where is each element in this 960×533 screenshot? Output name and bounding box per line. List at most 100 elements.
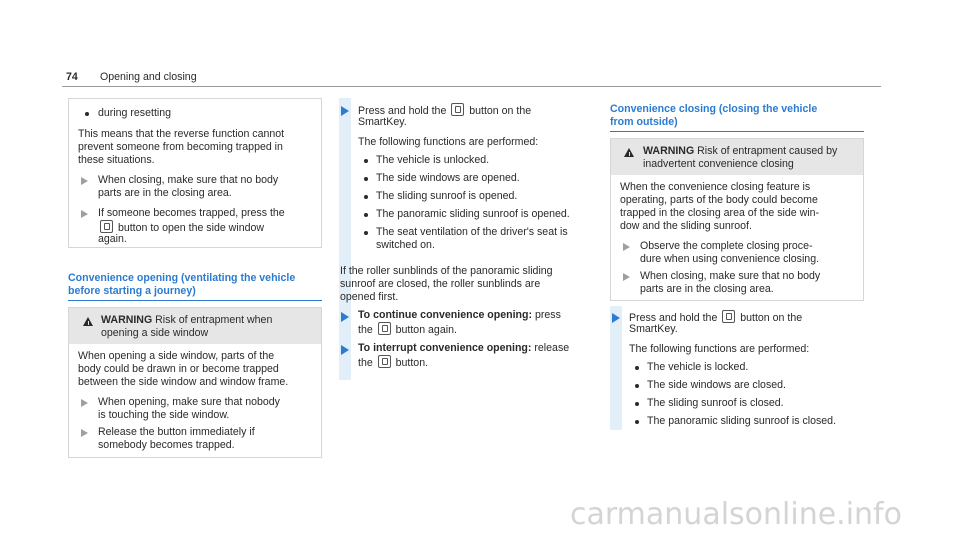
warning-body: between the side window and window frame…	[78, 376, 289, 388]
step-arrow-icon	[81, 429, 88, 437]
step-text: is touching the side window.	[98, 409, 230, 421]
step-text: button.	[395, 357, 429, 369]
step-line: To interrupt convenience opening: releas…	[358, 342, 569, 355]
continued-box	[68, 98, 322, 248]
bullet-text: The side windows are opened.	[376, 172, 520, 184]
paragraph-line: opened first.	[340, 291, 399, 303]
step-text: Release the button immediately if	[98, 426, 255, 438]
paragraph-line: these situations.	[78, 154, 155, 166]
step-bar	[610, 306, 622, 430]
bullet-text: The sliding sunroof is closed.	[647, 397, 784, 409]
bullet-text: The seat ventilation of the driver's sea…	[376, 226, 568, 238]
page-number: 74	[66, 71, 78, 83]
warning-body: dow and the sliding sunroof.	[620, 220, 752, 232]
step-arrow-icon	[81, 210, 88, 218]
lock-button-icon	[722, 310, 736, 323]
step-line: the button.	[358, 355, 428, 370]
step-text: button again.	[395, 324, 457, 336]
unlock-button-icon	[377, 322, 391, 335]
step-text: Press and hold the	[358, 105, 447, 117]
bullet-text: during resetting	[98, 107, 172, 119]
warning-body: When the convenience closing feature is	[620, 181, 811, 193]
functions-intro: The following functions are performed:	[358, 136, 539, 148]
step-bold: To continue convenience opening:	[358, 309, 533, 321]
warning-box	[68, 307, 322, 458]
step-text: SmartKey.	[358, 116, 407, 128]
step-arrow-icon	[81, 399, 88, 407]
warning-header-band	[69, 308, 321, 344]
paragraph-line: sunroof are closed, the roller sunblinds…	[340, 278, 541, 290]
bullet-text: The vehicle is locked.	[647, 361, 749, 373]
step-arrow-icon	[623, 243, 630, 251]
step-text: release	[534, 342, 570, 354]
warning-box	[610, 138, 864, 301]
step-text: Press and hold the	[629, 312, 718, 324]
step-text: the	[358, 357, 373, 369]
warning-text: Risk of entrapment caused by	[697, 145, 838, 157]
warning-body: operating, parts of the body could becom…	[620, 194, 818, 206]
warning-text: opening a side window	[101, 327, 209, 339]
bullet-dot	[85, 112, 89, 116]
bullet-dot	[364, 177, 368, 181]
step-arrow-icon	[341, 312, 349, 322]
bullet-dot	[364, 159, 368, 163]
step-text: button to open the side window	[117, 222, 265, 234]
step-text: button on the	[740, 312, 803, 324]
bullet-text: The panoramic sliding sunroof is closed.	[647, 415, 837, 427]
section-heading: from outside)	[610, 116, 678, 128]
bullet-dot	[364, 195, 368, 199]
paragraph-line: If the roller sunblinds of the panoramic…	[340, 265, 553, 277]
bullet-dot	[364, 213, 368, 217]
bullet-dot	[635, 366, 639, 370]
unlock-button-icon	[451, 103, 465, 116]
bullet-text: The panoramic sliding sunroof is opened.	[376, 208, 570, 220]
warning-text: inadvertent convenience closing	[643, 158, 794, 170]
bullet-dot	[635, 384, 639, 388]
step-line: Press and hold the button on the	[629, 310, 802, 325]
step-text: somebody becomes trapped.	[98, 439, 235, 451]
step-text: again.	[98, 233, 127, 245]
paragraph-line: prevent someone from becoming trapped in	[78, 141, 283, 153]
heading-rule	[68, 300, 322, 301]
bullet-dot	[364, 231, 368, 235]
step-bold: To interrupt convenience opening:	[358, 342, 532, 354]
step-text: dure when using convenience closing.	[640, 253, 820, 265]
warning-body: When opening a side window, parts of the	[78, 350, 275, 362]
heading-rule	[610, 131, 864, 132]
warning-label: WARNING	[643, 145, 695, 157]
window-button-icon	[100, 220, 113, 233]
step-text: When closing, make sure that no body	[98, 174, 279, 186]
step-text: Observe the complete closing proce-	[640, 240, 813, 252]
section-heading: Convenience closing (closing the vehicle	[610, 103, 818, 115]
warning-text: Risk of entrapment when	[155, 314, 273, 326]
step-text: If someone becomes trapped, press the	[98, 207, 285, 219]
step-bar	[339, 98, 351, 380]
step-line: the button again.	[358, 322, 457, 337]
step-text-line: button to open the side window	[98, 220, 264, 235]
section-heading: before starting a journey)	[68, 285, 196, 297]
warning-icon-mark	[88, 321, 89, 325]
warning-body: trapped in the closing area of the side …	[620, 207, 820, 219]
bullet-dot	[635, 420, 639, 424]
step-text: press	[534, 309, 561, 321]
step-arrow-icon	[623, 273, 630, 281]
section-title: Opening and closing	[100, 71, 197, 83]
step-line: Press and hold the button on the	[358, 103, 531, 118]
step-line: To continue convenience opening: press	[358, 309, 561, 322]
warning-body: body could be drawn in or become trapped	[78, 363, 279, 375]
warning-label: WARNING	[101, 314, 153, 326]
step-arrow-icon	[341, 345, 349, 355]
step-text: When closing, make sure that no body	[640, 270, 821, 282]
bullet-text: The side windows are closed.	[647, 379, 786, 391]
step-text: button on the	[469, 105, 532, 117]
header-rule	[62, 86, 881, 87]
warning-icon-mark	[629, 152, 630, 156]
step-text: the	[358, 324, 373, 336]
step-text: When opening, make sure that nobody	[98, 396, 280, 408]
watermark: carmanualsonline.info	[570, 497, 902, 532]
step-arrow-icon	[81, 177, 88, 185]
functions-intro: The following functions are performed:	[629, 343, 810, 355]
paragraph-line: This means that the reverse function can…	[78, 128, 285, 140]
bullet-dot	[635, 402, 639, 406]
bullet-text: The vehicle is unlocked.	[376, 154, 490, 166]
